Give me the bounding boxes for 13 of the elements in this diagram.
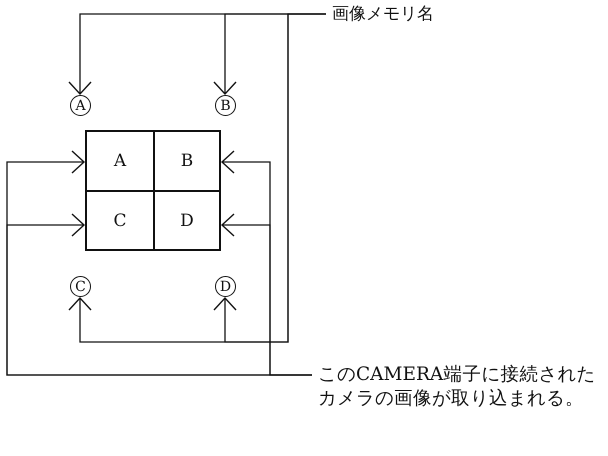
circled-letter: B <box>215 95 236 116</box>
connector-arrow <box>221 213 312 376</box>
memory-cell: B <box>154 131 220 191</box>
connector-arrow <box>213 13 326 343</box>
circled-letter: D <box>215 276 236 297</box>
circled-letter: A <box>70 95 91 116</box>
memory-cell: D <box>154 191 220 250</box>
circled-letter: C <box>70 276 91 297</box>
memory-grid <box>85 130 221 251</box>
memory-cell: C <box>86 191 154 250</box>
camera-note: このCAMERA端子に接続されたカメラの画像が取り込まれる。 <box>318 363 608 443</box>
memory-name-label: 画像メモリ名 <box>332 3 502 29</box>
memory-cell: A <box>86 131 154 191</box>
